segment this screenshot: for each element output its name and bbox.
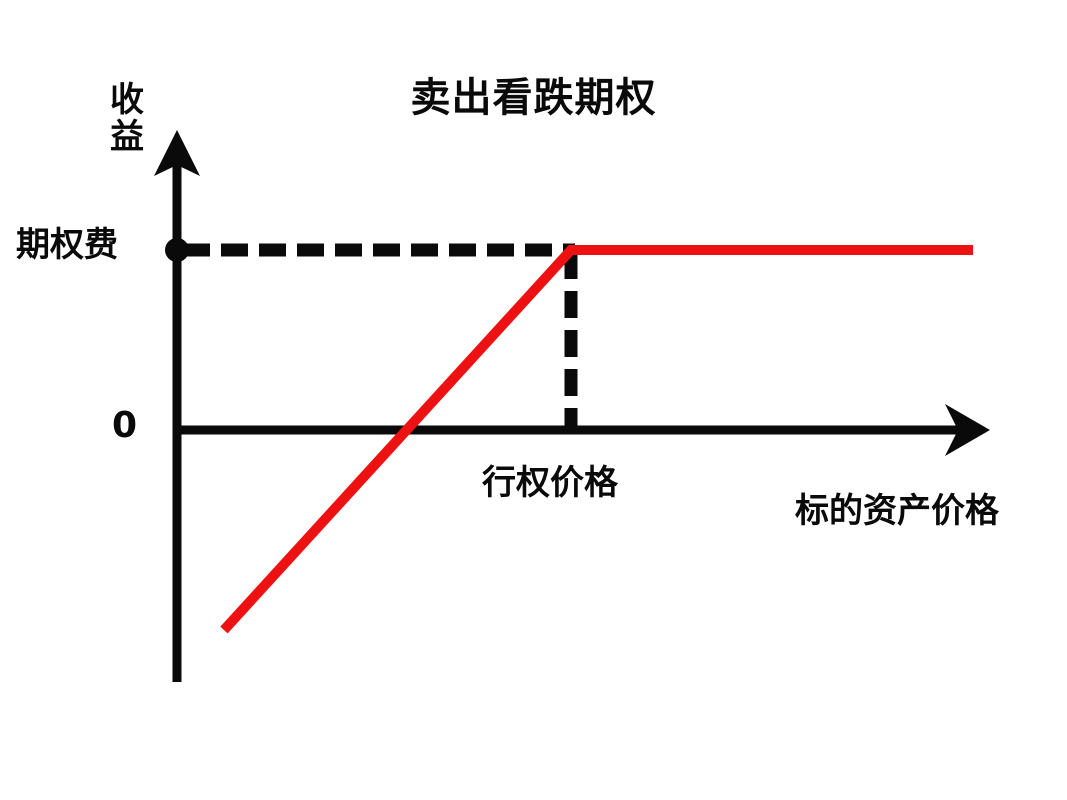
payoff-line: [220, 245, 973, 634]
y-axis-arrowhead: [154, 130, 200, 176]
premium-axis-label: 期权费: [16, 225, 118, 265]
chart-title: 卖出看跌期权: [410, 75, 657, 121]
zero-axis-label: 0: [112, 405, 138, 446]
strike-price-label: 行权价格: [482, 463, 618, 503]
x-axis-arrowhead: [945, 404, 990, 456]
y-axis-title: 收益: [110, 80, 144, 157]
x-axis-title: 标的资产价格: [795, 491, 999, 531]
premium-dot-marker: [165, 238, 189, 262]
